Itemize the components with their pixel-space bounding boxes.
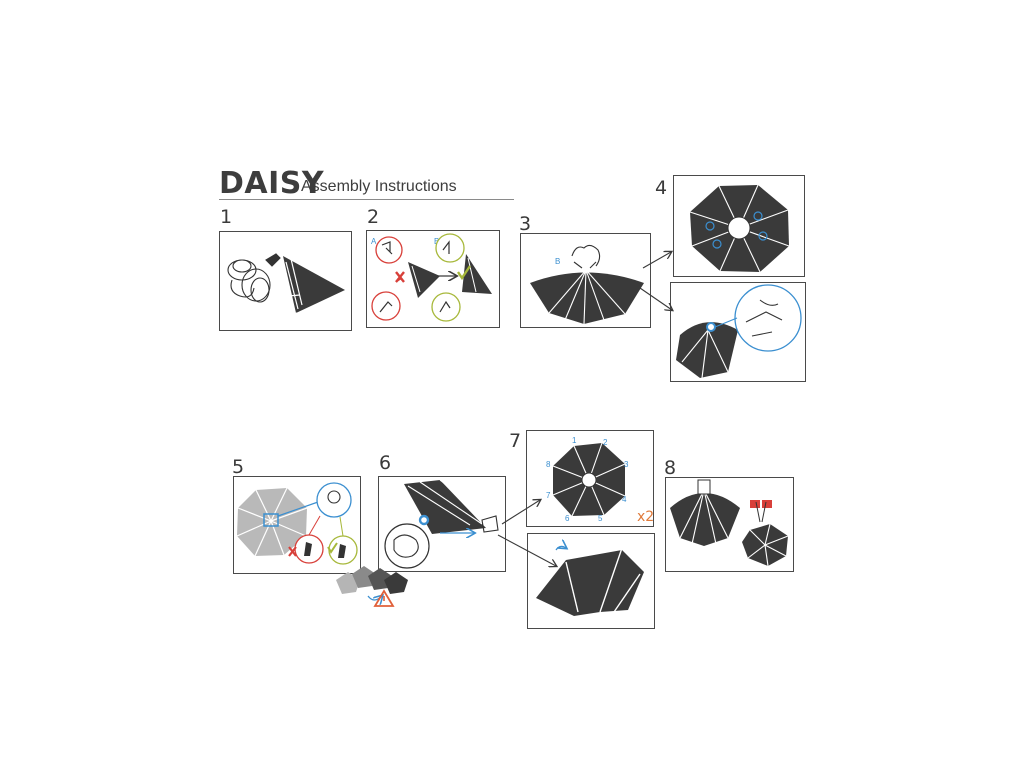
multiplier-badge: x2	[637, 509, 655, 525]
callout-b-label: B	[434, 237, 439, 246]
wrong-detail-circle-2	[371, 291, 401, 321]
title-subtitle: Assembly Instructions	[301, 178, 457, 195]
step-7-number: 7	[509, 430, 522, 452]
step-3-number: 3	[519, 213, 532, 235]
step-4-number: 4	[655, 177, 668, 199]
step-5-illustration	[236, 482, 408, 607]
spoke-label-1: 1	[572, 436, 577, 445]
step-4a-illustration	[689, 184, 790, 273]
callout-a-label: A	[371, 237, 377, 246]
step-2-illustration: A B	[371, 233, 492, 322]
zoom-detail-circle	[734, 284, 802, 352]
wrong-detail-circle	[375, 236, 403, 264]
hands-icon	[571, 244, 601, 269]
step-4b-illustration	[676, 284, 802, 379]
speedring-coil-icon	[227, 253, 281, 303]
wrong-cross-icon	[395, 271, 405, 283]
step-7b-illustration	[536, 546, 644, 616]
spoke-label-6: 6	[565, 514, 570, 523]
step-1-number: 1	[220, 206, 233, 228]
brand-name: DAISY	[219, 166, 325, 201]
stacked-umbrellas-icon	[336, 566, 408, 594]
correct-check-icon	[457, 265, 471, 281]
step-2-number: 2	[367, 206, 380, 228]
step-6-number: 6	[379, 452, 392, 474]
spoke-label-7: 7	[546, 491, 551, 500]
title-divider	[219, 199, 514, 200]
step-8-illustration	[670, 479, 789, 567]
finish-flags-icon	[750, 500, 772, 523]
spoke-label-3: 3	[624, 460, 629, 469]
step-1-illustration	[227, 253, 345, 314]
step-1-panel	[219, 231, 352, 331]
step-5-number: 5	[232, 456, 245, 478]
warning-triangle-icon	[373, 589, 395, 607]
spoke-label-5: 5	[598, 514, 603, 523]
document-title: DAISY Assembly Instructions	[219, 166, 514, 201]
spoke-label-2: 2	[603, 438, 608, 447]
step-3-illustration: B	[530, 244, 672, 325]
step-3-callout-b: B	[555, 257, 560, 266]
correct-detail-circle-2	[431, 292, 461, 322]
step-8-number: 8	[664, 457, 677, 479]
correct-detail-circle	[435, 233, 465, 263]
rotate-arrow-icon-2	[555, 546, 566, 551]
spoke-label-4: 4	[622, 495, 627, 504]
folded-softbox-icon	[283, 256, 345, 314]
spoke-label-8: 8	[546, 460, 551, 469]
step-6-illustration	[384, 479, 556, 569]
step-7a-illustration: 1 2 3 4 5 6 7 8	[546, 436, 629, 523]
